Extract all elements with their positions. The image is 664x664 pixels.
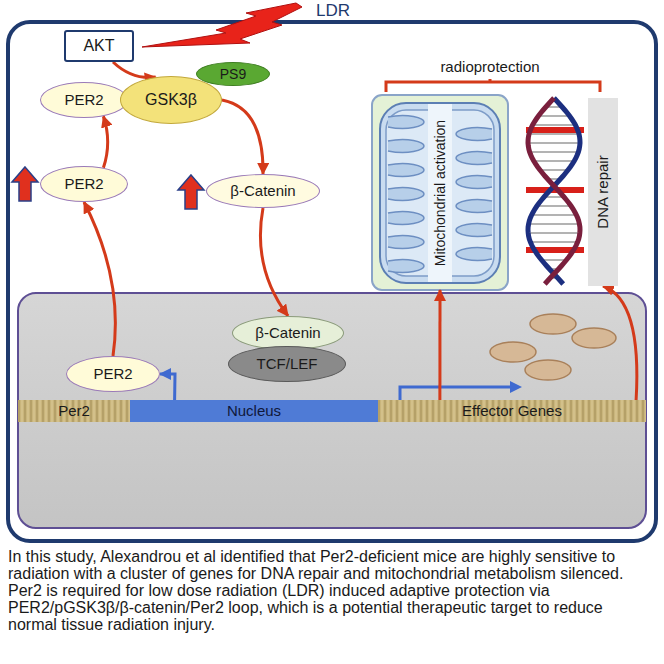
- gene-bar: [18, 400, 130, 422]
- node-label: PER2: [64, 175, 103, 192]
- crista: [456, 176, 492, 189]
- node-label: PER2: [93, 365, 132, 382]
- mito-panel: [372, 95, 508, 290]
- base-pair: [529, 133, 579, 135]
- increase-arrow: [178, 175, 204, 209]
- lightning-bolt: [142, 3, 302, 47]
- crista: [456, 152, 492, 165]
- crista: [456, 224, 492, 237]
- base-pair: [530, 151, 579, 153]
- arrow-connector: [222, 100, 263, 174]
- crista: [388, 140, 424, 153]
- crista: [456, 200, 492, 213]
- gene-bar: Per2: [18, 400, 130, 422]
- crista: [388, 116, 424, 129]
- crista: [388, 212, 424, 225]
- effector-product: [525, 360, 571, 380]
- node-label: Per2: [58, 402, 90, 419]
- effector-products: [490, 314, 616, 380]
- node-label: β-Catenin: [255, 324, 320, 341]
- node-label: Mitochondrial activation: [432, 119, 448, 265]
- base-pair: [532, 214, 577, 216]
- node-label: GSK3β: [145, 91, 197, 109]
- crista: [388, 188, 424, 201]
- node-label: β-Catenin: [230, 182, 295, 199]
- protein-ellipse: PER2: [40, 166, 128, 202]
- mitochondrion-outer: [380, 103, 500, 283]
- base-pair: [528, 142, 580, 144]
- nucleus-region: [18, 293, 646, 528]
- promoter-band: [130, 400, 378, 422]
- promoter-band: Nucleus: [130, 400, 378, 422]
- node-label: TCF/LEF: [257, 355, 318, 372]
- text-strip: [428, 104, 452, 282]
- base-pair: [529, 223, 580, 225]
- gene-bar: [378, 400, 646, 422]
- base-pair: [540, 169, 568, 171]
- radioprotection-bracket: [386, 79, 600, 92]
- crista: [388, 260, 424, 273]
- effector-product: [490, 342, 536, 362]
- node-label: Nucleus: [227, 402, 281, 419]
- gene-bar: Effector Genes: [378, 400, 646, 422]
- arrow-connector: [260, 208, 288, 316]
- node-label: AKT: [83, 37, 114, 55]
- base-pair: [542, 259, 567, 261]
- mito-panel: Mitochondrial activation: [372, 95, 508, 290]
- dna-helix: [526, 98, 584, 284]
- transcription-arrowhead: [510, 381, 522, 393]
- base-pair: [537, 205, 571, 207]
- dna-strand: [528, 98, 580, 284]
- mitochondrion-matrix: [386, 110, 494, 276]
- label-band: DNA repair: [588, 98, 618, 286]
- protein-ellipse: GSK3β: [120, 76, 222, 124]
- stimulus-label: LDR: [314, 2, 352, 20]
- crista: [388, 164, 424, 177]
- base-pair: [534, 160, 574, 162]
- arrow-connector: [103, 116, 107, 168]
- arrow-connector: [160, 374, 175, 400]
- base-pair: [528, 232, 580, 234]
- crista: [456, 248, 492, 261]
- arrow-connector: [438, 290, 441, 400]
- cell-outline: [8, 22, 656, 541]
- node-label: PER2: [64, 91, 103, 108]
- increase-arrow: [12, 167, 38, 201]
- effector-product: [530, 314, 576, 334]
- base-pair: [533, 124, 576, 126]
- arrow-connector: [603, 286, 637, 400]
- base-pair: [530, 241, 577, 243]
- dna-strand: [528, 98, 580, 284]
- transcription-arrow: [400, 387, 512, 400]
- caption: In this study, Alexandrou et al identifi…: [8, 548, 656, 633]
- arrow-connector: [84, 202, 115, 356]
- crista: [456, 128, 492, 141]
- protein-ellipse: β-Catenin: [206, 174, 320, 208]
- node-label: PS9: [220, 66, 246, 82]
- cristae: [388, 116, 492, 273]
- base-pair: [538, 115, 569, 117]
- kinase-box: AKT: [64, 30, 134, 62]
- protein-ellipse: PER2: [40, 82, 128, 118]
- arrow-connector: [113, 62, 156, 78]
- protein-ellipse: β-Catenin: [232, 316, 344, 350]
- node-label: DNA repair: [594, 155, 611, 228]
- node-label: Effector Genes: [462, 402, 562, 419]
- factor-ellipse: TCF/LEF: [228, 346, 346, 382]
- effector-product: [572, 328, 616, 348]
- group-label: radioprotection: [440, 58, 539, 76]
- crista: [388, 236, 424, 249]
- protein-ellipse: PER2: [66, 356, 160, 392]
- phospho-ellipse: PS9: [196, 62, 270, 86]
